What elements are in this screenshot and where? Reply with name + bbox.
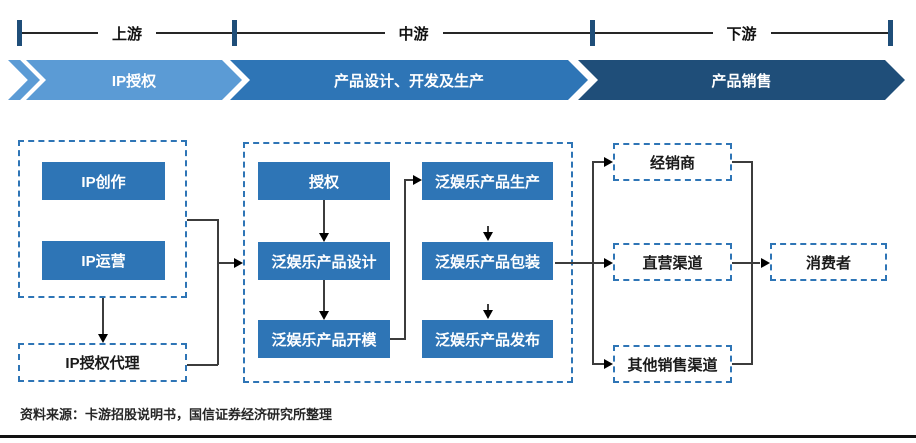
connector-upstream-merge	[217, 219, 219, 365]
ruler-segment-upstream: 上游	[22, 20, 233, 46]
connector-upstream-to-midstream	[217, 262, 235, 264]
connector-molding-elbow-h1	[390, 338, 406, 340]
ruler-line	[442, 32, 591, 34]
ruler-tick-bar	[232, 20, 237, 46]
connector-upstream-out-bottom	[187, 364, 218, 366]
connector-to-consumer	[732, 262, 760, 264]
connector-to-other-channels	[592, 363, 605, 365]
arrow-right-icon	[234, 258, 243, 268]
connector-packaging-to-release	[487, 304, 489, 312]
connector-midstream-to-downstream	[555, 262, 605, 264]
ruler-label-downstream: 下游	[726, 25, 757, 43]
arrow-right-icon	[604, 157, 613, 167]
box-product-production: 泛娱乐产品生产	[422, 162, 553, 200]
upstream-group-box	[18, 140, 187, 298]
arrow-right-icon	[413, 175, 422, 185]
box-other-sales-channels: 其他销售渠道	[613, 345, 732, 383]
connector-upstream-out-top	[187, 219, 218, 221]
box-licensing: 授权	[258, 162, 390, 200]
arrow-down-icon	[319, 311, 329, 320]
bottom-divider	[0, 435, 916, 438]
connector-licensing-to-design	[323, 200, 325, 234]
box-product-molding: 泛娱乐产品开模	[258, 320, 390, 358]
connector-design-to-molding	[323, 280, 325, 312]
arrow-down-icon	[319, 233, 329, 242]
connector-production-to-packaging	[487, 226, 489, 234]
ruler-line	[595, 32, 713, 34]
ruler-segment-downstream: 下游	[595, 20, 889, 46]
connector-distributor-out	[732, 161, 753, 163]
source-note: 资料来源：卡游招股说明书，国信证券经济研究所整理	[20, 407, 333, 422]
box-distributor: 经销商	[613, 143, 732, 181]
box-product-design: 泛娱乐产品设计	[258, 242, 390, 280]
connector-other-channels-out	[732, 363, 753, 365]
ruler-line	[156, 32, 233, 34]
banner-product-design-dev-production: 产品设计、开发及生产	[230, 60, 588, 100]
arrow-right-icon	[604, 359, 613, 369]
box-product-packaging: 泛娱乐产品包装	[422, 242, 553, 280]
box-ip-operation: IP运营	[42, 241, 165, 280]
ruler-tick-bar	[888, 20, 893, 46]
banner-ip-licensing: IP授权	[26, 60, 242, 100]
connector-group-to-agency	[102, 298, 104, 335]
arrow-down-icon	[483, 232, 493, 241]
ruler-line	[22, 32, 98, 34]
arrow-right-icon	[761, 258, 770, 268]
ruler-segment-midstream: 中游	[237, 20, 591, 46]
banner-product-sales: 产品销售	[578, 60, 905, 100]
box-consumer: 消费者	[770, 243, 887, 281]
connector-channel-splitter	[592, 162, 594, 364]
ruler-tick-bar	[590, 20, 595, 46]
arrow-down-icon	[98, 334, 108, 343]
connector-molding-elbow-v	[404, 179, 406, 339]
arrow-down-icon	[483, 310, 493, 319]
box-ip-licensing-agency: IP授权代理	[18, 343, 187, 382]
connector-molding-elbow-h2	[404, 179, 414, 181]
connector-to-distributor	[592, 161, 605, 163]
ruler-label-upstream: 上游	[112, 25, 143, 43]
box-direct-channel: 直营渠道	[613, 243, 732, 281]
box-ip-creation: IP创作	[42, 162, 165, 200]
ruler-label-midstream: 中游	[398, 25, 429, 43]
ruler-tick-bar	[17, 20, 22, 46]
ruler-line	[770, 32, 889, 34]
arrow-right-icon	[604, 258, 613, 268]
ruler-line	[237, 32, 385, 34]
box-product-release: 泛娱乐产品发布	[422, 320, 553, 358]
